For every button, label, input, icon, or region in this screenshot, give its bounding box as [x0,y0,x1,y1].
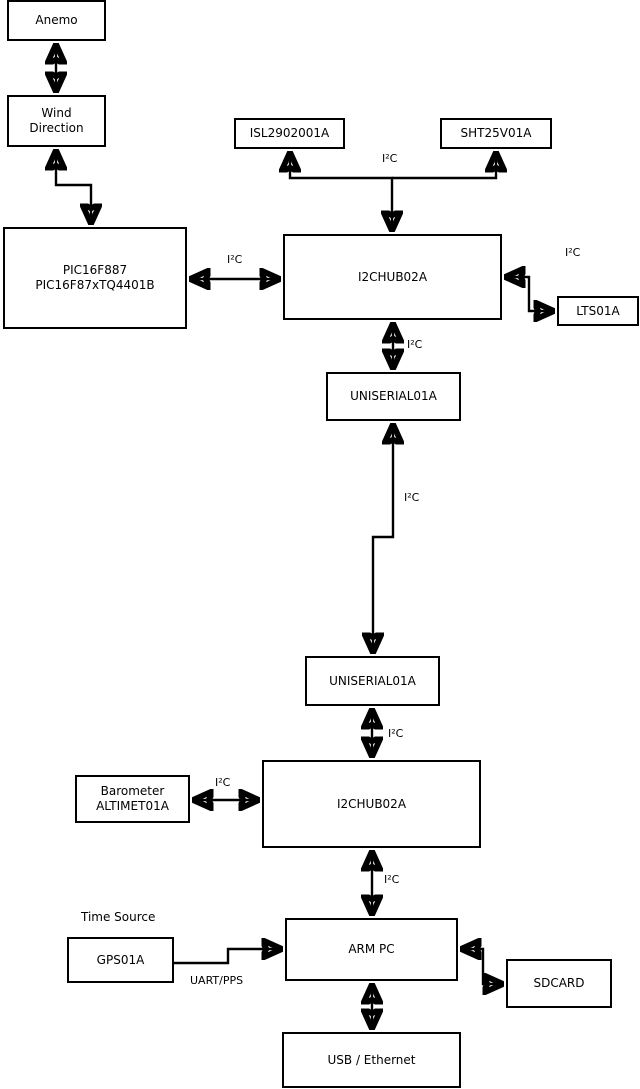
node-wind-direction[interactable]: Wind Direction [7,95,106,147]
connector-uniserialtop-uniserialbot [373,425,393,652]
node-gps01a[interactable]: GPS01A [67,937,174,983]
node-usb-ethernet[interactable]: USB / Ethernet [282,1032,461,1088]
node-sht25v01a[interactable]: SHT25V01A [440,118,552,149]
node-sdcard[interactable]: SDCARD [506,959,612,1008]
edge-label-uniserial-uniserial-i2c: I²C [404,491,420,504]
node-i2chub02a-top[interactable]: I2CHUB02A [283,234,502,320]
connector-wind-pic [56,151,91,223]
connector-gps-armpc [174,949,281,965]
edge-label-hub-lts-i2c: I²C [565,246,581,259]
connector-hubtop-sht [392,153,496,180]
connector-hubtop-lts [506,277,553,311]
node-arm-pc[interactable]: ARM PC [285,918,458,981]
edge-label-uniserial-hub2-i2c: I²C [388,727,404,740]
node-anemo[interactable]: Anemo [7,0,106,41]
connector-hubtop-bus [290,153,392,230]
node-barometer-altimet01a[interactable]: Barometer ALTIMET01A [75,775,190,823]
node-lts01a[interactable]: LTS01A [557,296,639,326]
edge-label-pic-hub-i2c: I²C [227,253,243,266]
node-isl2902001a[interactable]: ISL2902001A [234,118,345,149]
node-uniserial01a-bottom[interactable]: UNISERIAL01A [305,656,440,706]
edge-label-hub2-armpc-i2c: I²C [384,873,400,886]
node-i2chub02a-bottom[interactable]: I2CHUB02A [262,760,481,848]
connector-armpc-sdcard [462,949,502,984]
label-time-source: Time Source [81,910,156,924]
edge-label-barometer-hub2-i2c: I²C [215,776,231,789]
node-pic-mcu[interactable]: PIC16F887 PIC16F87xTQ4401B [3,227,187,329]
node-uniserial01a-top[interactable]: UNISERIAL01A [326,372,461,421]
edge-label-isl-sht-i2c: I²C [382,152,398,165]
edge-label-gps-armpc-uart-pps: UART/PPS [190,974,244,987]
edge-label-hub-uniserial-i2c: I²C [407,338,423,351]
